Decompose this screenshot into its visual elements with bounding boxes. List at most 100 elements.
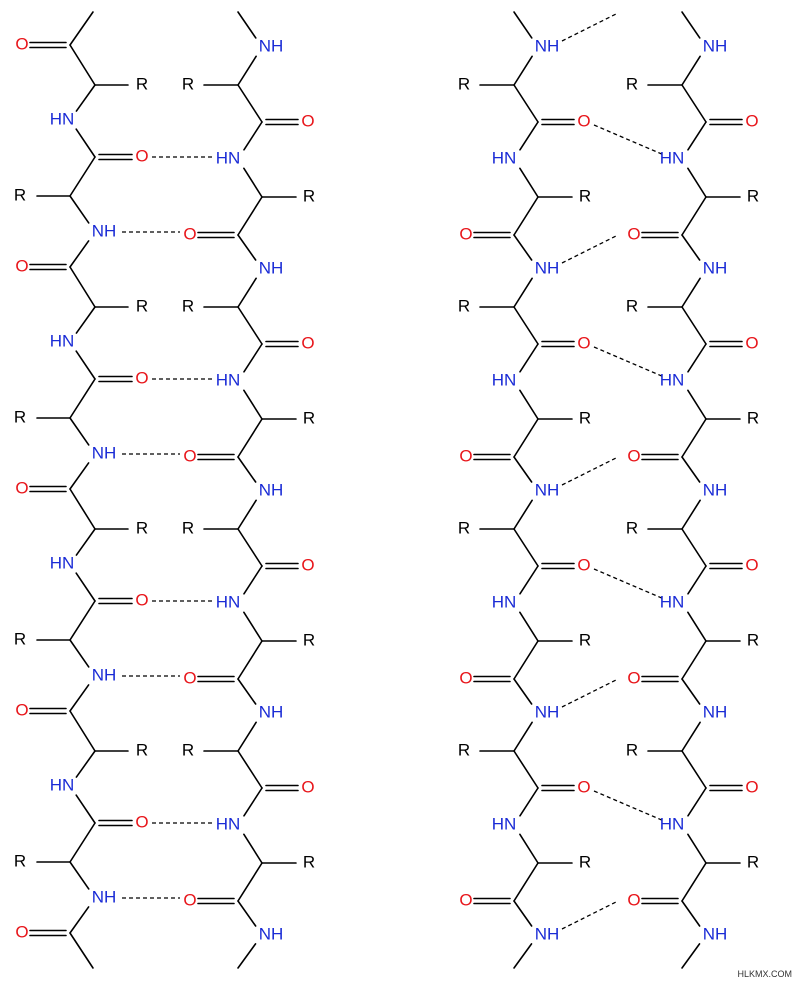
strand-left-2-bond [243,787,263,817]
strand-right-2-bond [687,565,707,595]
hydrogen-bond [593,790,665,822]
strand-left-2-bond [237,418,263,458]
strand-right-1-bond [513,943,533,969]
strand-left-2-bond [237,640,263,680]
strand-left-1-bond [75,84,96,112]
carbonyl-oxygen-atom: O [301,333,314,352]
amide-nh-atom: HN [492,148,517,167]
strand-right-2-bond [687,389,707,420]
strand-left-2-bond [237,55,257,86]
amide-nh-atom: NH [92,665,117,684]
carbonyl-oxygen-atom: O [627,890,640,909]
strand-right-2-bond [681,84,707,123]
strand-right-1-bond [519,121,539,151]
amide-nh-atom: HN [660,370,685,389]
amide-nh-atom: NH [92,443,117,462]
amide-nh-atom: NH [535,480,560,499]
amide-nh-atom: HN [660,592,685,611]
carbonyl-oxygen-atom: O [135,590,148,609]
strand-left-2-bond [243,565,263,595]
carbonyl-oxygen-atom: O [15,478,28,497]
carbonyl-oxygen-atom: O [577,555,590,574]
amide-nh-atom: NH [703,924,728,943]
strand-left-2-bond [237,277,257,308]
strand-right-1-bond [513,900,533,927]
carbonyl-oxygen-atom: O [577,777,590,796]
strand-left-2-bond [237,456,257,483]
amide-nh-atom: HN [492,814,517,833]
strand-right-2-bond [681,234,701,261]
strand-left-2-bond [237,84,263,123]
side-chain-r: R [303,408,315,427]
carbonyl-oxygen-atom: O [135,812,148,831]
strand-right-2-bond [681,900,701,927]
carbonyl-oxygen-atom: O [301,777,314,796]
strand-left-2-bond [237,750,263,789]
amide-nh-atom: HN [216,370,241,389]
side-chain-r: R [136,740,148,759]
strand-right-1-bond [519,389,539,420]
amide-nh-atom: HN [50,553,75,572]
side-chain-r: R [182,518,194,537]
amide-nh-atom: HN [50,109,75,128]
strand-left-1-bond [69,156,96,197]
strand-right-1-bond [513,721,533,752]
strand-right-1-bond [513,277,533,308]
strand-right-2-bond [681,499,701,530]
strand-left-2-bond [243,389,263,420]
carbonyl-oxygen-atom: O [745,111,758,130]
amide-nh-atom: NH [703,36,728,55]
carbonyl-oxygen-atom: O [627,446,640,465]
side-chain-r: R [747,408,759,427]
carbonyl-oxygen-atom: O [459,446,472,465]
side-chain-r: R [136,74,148,93]
strand-right-1-bond [513,499,533,530]
strand-right-2-bond [687,787,707,817]
side-chain-r: R [747,186,759,205]
hydrogen-bond [561,900,619,930]
carbonyl-oxygen-atom: O [15,700,28,719]
hydrogen-bond [593,346,665,378]
amide-nh-atom: NH [92,221,117,240]
strand-right-2-bond [687,121,707,151]
strand-left-1-bond [75,794,96,824]
strand-left-1-bond [75,128,96,158]
strand-right-1-bond [519,343,539,373]
side-chain-r: R [579,186,591,205]
side-chain-r: R [182,740,194,759]
carbonyl-oxygen-atom: O [183,668,196,687]
side-chain-r: R [626,518,638,537]
amide-nh-atom: NH [259,480,284,499]
strand-left-2-bond [243,167,263,198]
side-chain-r: R [747,852,759,871]
strand-left-2-bond [237,499,257,530]
strand-right-1-bond [519,565,539,595]
side-chain-r: R [458,518,470,537]
strand-left-2-bond [243,833,263,864]
side-chain-r: R [136,296,148,315]
hydrogen-bond-layer [122,12,665,930]
strand-left-1-bond [69,600,96,641]
carbonyl-oxygen-atom: O [577,111,590,130]
strand-right-1-bond [513,678,533,705]
strand-right-2-bond [681,277,701,308]
strand-left-2-bond [237,234,257,261]
strand-right-1-bond [519,787,539,817]
amide-nh-atom: NH [703,258,728,277]
strand-right-1-bond [519,611,539,642]
strand-left-2-bond [237,721,257,752]
strand-right-1-bond [513,528,539,567]
side-chain-r: R [626,74,638,93]
strand-left-2-bond [237,900,257,927]
strand-left-2-bond [237,528,263,567]
strand-left-1-bond [69,417,90,446]
strand-left-1-bond [69,861,90,890]
strand-left-1-bond [69,462,90,490]
strand-left-1-bond [69,639,90,668]
hydrogen-bond [593,124,665,156]
strand-right-2-bond [681,943,701,969]
amide-nh-atom: NH [259,258,284,277]
strand-left-1-bond [69,378,96,419]
carbonyl-oxygen-atom: O [301,555,314,574]
strand-left-1-bond [69,11,94,46]
